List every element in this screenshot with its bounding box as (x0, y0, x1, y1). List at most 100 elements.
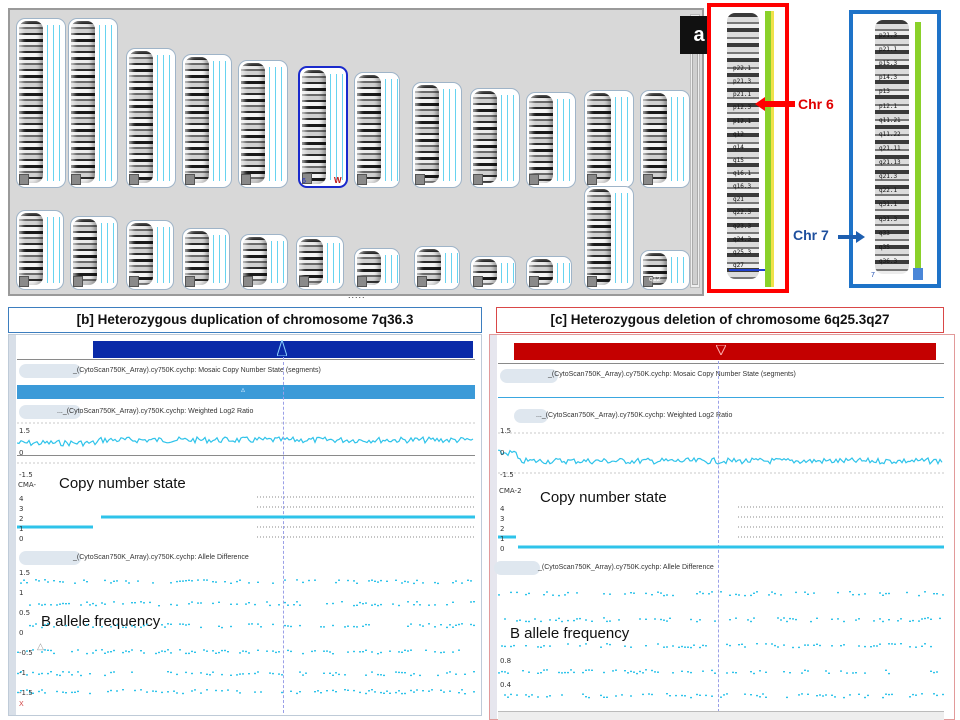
duplication-segment-bar-2[interactable] (17, 385, 475, 399)
allele-point (504, 694, 506, 696)
track-guide-line (342, 74, 343, 180)
chrom-band-label: q12 (649, 276, 661, 283)
chromosome-number-tag (185, 174, 195, 185)
chromosome-card[interactable] (182, 228, 230, 290)
panel-b-left-axis (9, 335, 16, 715)
chromosome-card[interactable] (414, 246, 460, 290)
chromosome-card[interactable] (238, 60, 288, 188)
track-guide-line (391, 255, 392, 283)
allele-point (627, 672, 629, 674)
allele-point (236, 674, 238, 676)
duplication-segment-bar[interactable] (93, 341, 473, 358)
allele-point (113, 601, 115, 603)
allele-point (843, 644, 845, 646)
allele-point (528, 620, 530, 623)
chromosome-card[interactable] (470, 88, 520, 188)
chromosome-card[interactable] (126, 220, 174, 290)
allele-point (702, 670, 704, 672)
allele-point (353, 580, 355, 582)
allele-point (576, 592, 578, 594)
allele-point (122, 626, 124, 628)
deletion-segment-bar[interactable] (514, 343, 936, 360)
chromosome-card[interactable] (240, 234, 288, 290)
axis-tick-label: 1 (19, 525, 24, 533)
chromosome-card[interactable] (470, 256, 516, 290)
panel-b-sample-name-2 (19, 405, 81, 419)
allele-point (182, 692, 184, 695)
allele-point (567, 671, 569, 674)
panel-b-sample-name-3 (19, 551, 81, 565)
allele-point (212, 671, 214, 673)
allele-point (74, 582, 76, 584)
allele-point (317, 690, 319, 692)
chromosome-card[interactable] (126, 48, 176, 188)
allele-point (894, 643, 896, 645)
chromosome-card[interactable] (526, 92, 576, 188)
track-guide-line (53, 25, 54, 181)
allele-point (29, 692, 31, 694)
panel-c-copy-number-label: Copy number state (538, 489, 669, 506)
chromosome-card[interactable] (584, 90, 634, 188)
allele-point (284, 579, 286, 581)
allele-point (473, 671, 475, 673)
chromosome-card[interactable] (584, 186, 634, 290)
panel-c-hscroll[interactable] (498, 711, 944, 720)
chromosome-card[interactable] (16, 210, 64, 290)
allele-point (930, 618, 932, 620)
selected-chrom-marker: W (334, 176, 342, 185)
chromosome-card[interactable] (354, 72, 400, 188)
allele-point (525, 645, 527, 647)
allele-point (690, 646, 692, 649)
karyogram-scrollbar[interactable] (690, 14, 700, 288)
axis-tick-label: 0.8 (500, 657, 512, 665)
chromosome-card[interactable] (182, 54, 232, 188)
allele-point (173, 690, 175, 692)
allele-point (458, 623, 460, 626)
allele-point (410, 623, 412, 625)
allele-point (540, 620, 542, 623)
allele-point (750, 594, 752, 597)
karyogram-scroll-thumb[interactable] (692, 17, 698, 285)
allele-point (380, 603, 382, 606)
chromosome-card[interactable] (412, 82, 462, 188)
allele-point (398, 690, 400, 692)
panel-c-cursor-marker (716, 345, 726, 355)
allele-point (660, 618, 662, 621)
resize-grip[interactable]: ..... (348, 290, 366, 300)
allele-point (615, 695, 617, 697)
allele-point (383, 692, 385, 694)
chromosome-card[interactable] (16, 18, 66, 188)
band-label: q33 (879, 229, 890, 237)
allele-point (452, 582, 454, 584)
track-guide-line (457, 253, 458, 283)
chromosome-card[interactable]: q12 (640, 250, 690, 290)
allele-point (449, 671, 451, 673)
allele-point (606, 643, 608, 645)
allele-point (657, 643, 659, 645)
allele-point (924, 591, 926, 593)
chromosome-card[interactable] (68, 18, 118, 188)
chromosome-card[interactable] (354, 248, 400, 290)
allele-point (470, 601, 472, 603)
allele-point (344, 674, 346, 676)
allele-point (125, 626, 127, 629)
allele-point (401, 651, 403, 653)
allele-point (624, 593, 626, 595)
track-guide-line (330, 74, 331, 180)
allele-point (131, 625, 133, 627)
track-guide-line (99, 25, 100, 181)
allele-point (449, 690, 451, 692)
allele-point (504, 645, 506, 648)
chromosome-card[interactable] (296, 236, 344, 290)
track-guide-line (157, 55, 158, 181)
allele-point (879, 643, 881, 645)
chromosome-card[interactable] (70, 216, 118, 290)
allele-point (774, 592, 776, 595)
allele-point (843, 620, 845, 623)
allele-point (377, 581, 379, 583)
chromosome-card[interactable] (526, 256, 572, 290)
chromosome-card[interactable] (640, 90, 690, 188)
